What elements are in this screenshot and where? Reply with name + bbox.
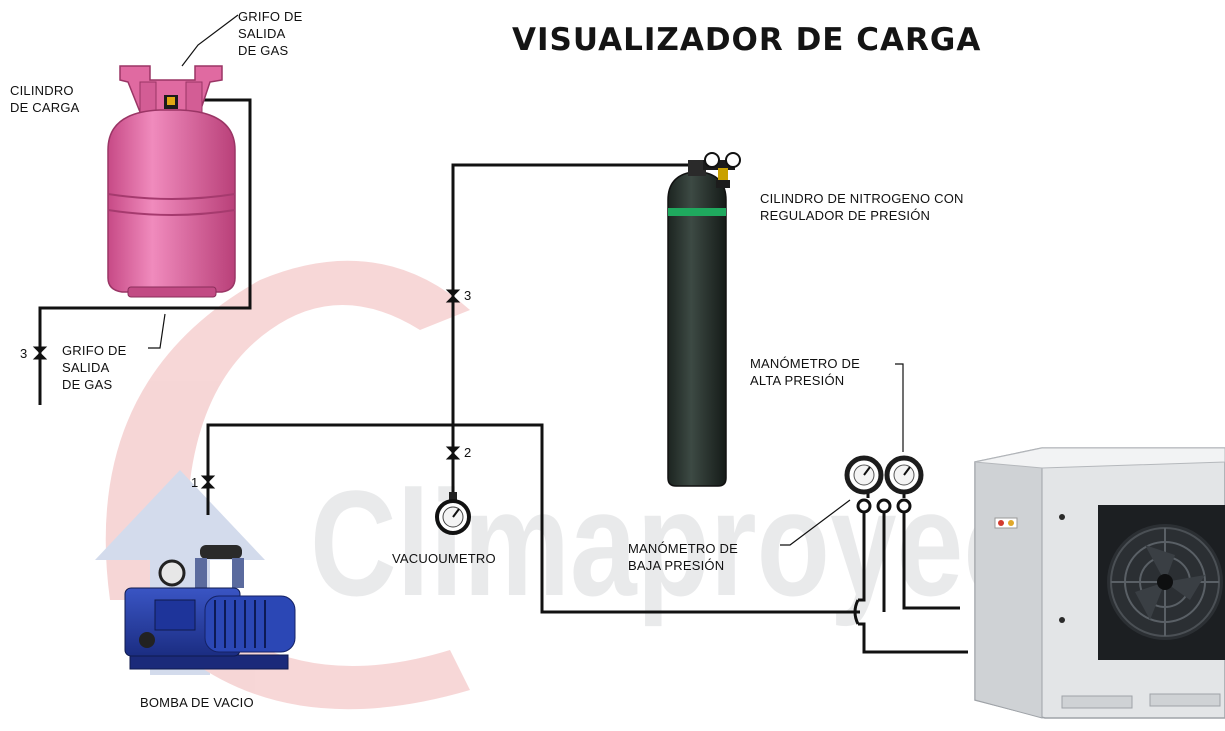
vacuum-pump[interactable]: [124, 545, 296, 670]
vacuometer-gauge[interactable]: [435, 492, 471, 535]
condensing-unit[interactable]: [974, 447, 1225, 719]
page-title: VISUALIZADOR DE CARGA: [512, 22, 982, 58]
label-vacuometro: VACUOUMETRO: [392, 551, 496, 566]
label-nitrogeno: CILINDRO DE NITROGENO CON REGULADOR DE P…: [760, 191, 964, 223]
nitrogen-cylinder[interactable]: [667, 152, 741, 487]
hoses: [38, 98, 968, 654]
valve-3-left[interactable]: [32, 346, 48, 360]
low-pressure-gauge[interactable]: [844, 455, 884, 495]
label-manometro-baja: MANÓMETRO DE BAJA PRESIÓN: [628, 541, 739, 573]
label-grifo-top: GRIFO DE SALIDA DE GAS: [238, 9, 303, 58]
valve-3-center[interactable]: [445, 289, 461, 303]
manifold-ports: [856, 498, 912, 514]
valve-1-number: 1: [191, 475, 199, 490]
label-cilindro-carga: CILINDRO DE CARGA: [10, 83, 80, 115]
leader-lines: [148, 14, 904, 546]
label-grifo-bottom: GRIFO DE SALIDA DE GAS: [62, 343, 127, 392]
label-bomba: BOMBA DE VACIO: [140, 695, 254, 710]
valve-3-center-number: 3: [464, 288, 472, 303]
valve-2-number: 2: [464, 445, 472, 460]
valve-1[interactable]: [200, 475, 216, 489]
valve-3-left-number: 3: [20, 346, 28, 361]
high-pressure-gauge[interactable]: [884, 455, 924, 495]
label-manometro-alta: MANÓMETRO DE ALTA PRESIÓN: [750, 356, 861, 388]
valve-2[interactable]: [445, 446, 461, 460]
charging-cylinder[interactable]: [107, 65, 236, 298]
